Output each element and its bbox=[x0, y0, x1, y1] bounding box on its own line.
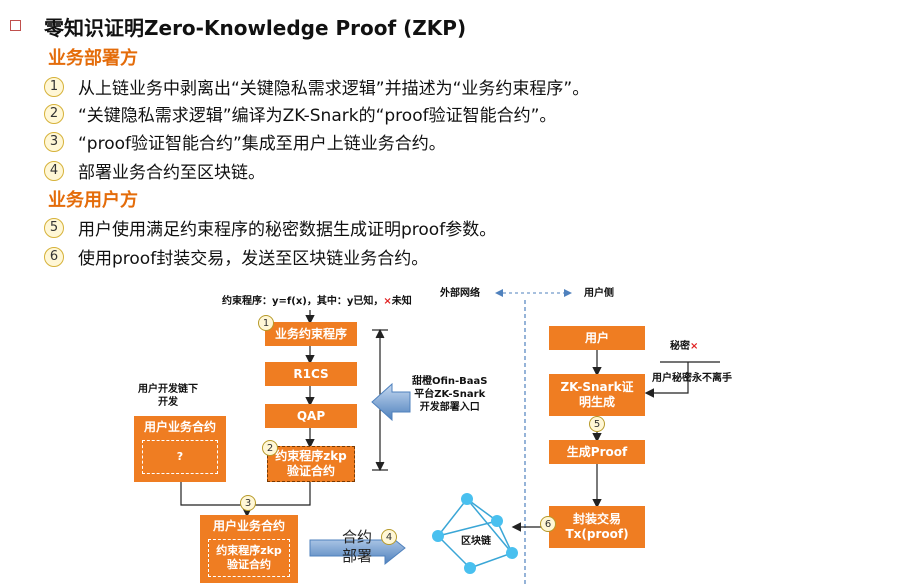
zk-snark-box: ZK-Snark证明生成 bbox=[549, 374, 645, 416]
qap-box: QAP bbox=[265, 404, 357, 428]
circled-number-icon: 1 bbox=[258, 315, 274, 331]
circled-number-icon: 3 bbox=[240, 495, 256, 511]
step-text: 从上链业务中剥离出“关键隐私需求逻辑”并描述为“业务约束程序”。 bbox=[78, 79, 590, 99]
step-text: 使用proof封装交易，发送至区块链业务合约。 bbox=[78, 249, 429, 269]
business-constraint-box: 业务约束程序 bbox=[265, 322, 357, 346]
step-item: 2 “关键隐私需求逻辑”编译为ZK-Snark的“proof验证智能合约”。 bbox=[44, 101, 556, 126]
circled-number-icon: 1 bbox=[44, 76, 64, 97]
user-contract-box: 用户业务合约 ? bbox=[134, 416, 226, 482]
blockchain-label: 区块链 bbox=[461, 536, 491, 547]
circled-number-icon: 4 bbox=[381, 529, 397, 545]
page-title: 零知识证明Zero-Knowledge Proof (ZKP) bbox=[44, 16, 467, 40]
secret-label: 秘密× bbox=[670, 341, 699, 352]
constraint-note: 约束程序：y=f(x)，其中：y已知，×未知 bbox=[222, 296, 412, 307]
circled-number-icon: 2 bbox=[262, 440, 278, 456]
circled-number-icon: 3 bbox=[44, 131, 64, 152]
user-box: 用户 bbox=[549, 326, 645, 350]
deploy-label: 合约部署 bbox=[342, 528, 373, 565]
bullet-square-icon bbox=[10, 20, 21, 31]
secret-note: 用户秘密永不离手 bbox=[652, 373, 732, 384]
section-label-deployer: 业务部署方 bbox=[48, 48, 138, 69]
circled-number-icon: 6 bbox=[540, 516, 556, 532]
circled-number-icon: 5 bbox=[589, 416, 605, 432]
step-item: 1 从上链业务中剥离出“关键隐私需求逻辑”并描述为“业务约束程序”。 bbox=[44, 74, 589, 99]
circled-number-icon: 4 bbox=[44, 160, 64, 181]
step-item: 4 部署业务合约至区块链。 bbox=[44, 158, 265, 183]
gen-proof-box: 生成Proof bbox=[549, 440, 645, 464]
section-label-user: 业务用户方 bbox=[48, 190, 138, 211]
step-item: 5 用户使用满足约束程序的秘密数据生成证明proof参数。 bbox=[44, 215, 496, 240]
arrow-secret-to-zk bbox=[644, 362, 689, 398]
r1cs-box: R1CS bbox=[265, 362, 357, 386]
external-network-label: 外部网络 bbox=[440, 288, 480, 299]
blockchain-graph-icon bbox=[432, 493, 518, 574]
step-text: 部署业务合约至区块链。 bbox=[78, 163, 265, 183]
circled-number-icon: 5 bbox=[44, 217, 64, 238]
user-contract-inner: ? bbox=[142, 440, 218, 474]
step-text: “关键隐私需求逻辑”编译为ZK-Snark的“proof验证智能合约”。 bbox=[78, 106, 557, 126]
step-item: 6 使用proof封装交易，发送至区块链业务合约。 bbox=[44, 244, 428, 269]
user-side-label: 用户侧 bbox=[584, 288, 614, 299]
step-text: 用户使用满足约束程序的秘密数据生成证明proof参数。 bbox=[78, 220, 497, 240]
platform-arrow-icon bbox=[371, 382, 411, 422]
dev-offchain-label: 用户开发链下开发 bbox=[138, 384, 198, 408]
circled-number-icon: 2 bbox=[44, 103, 64, 124]
step-item: 3 “proof验证智能合约”集成至用户上链业务合约。 bbox=[44, 129, 446, 154]
circled-number-icon: 6 bbox=[44, 246, 64, 267]
step-text: “proof验证智能合约”集成至用户上链业务合约。 bbox=[78, 134, 446, 154]
